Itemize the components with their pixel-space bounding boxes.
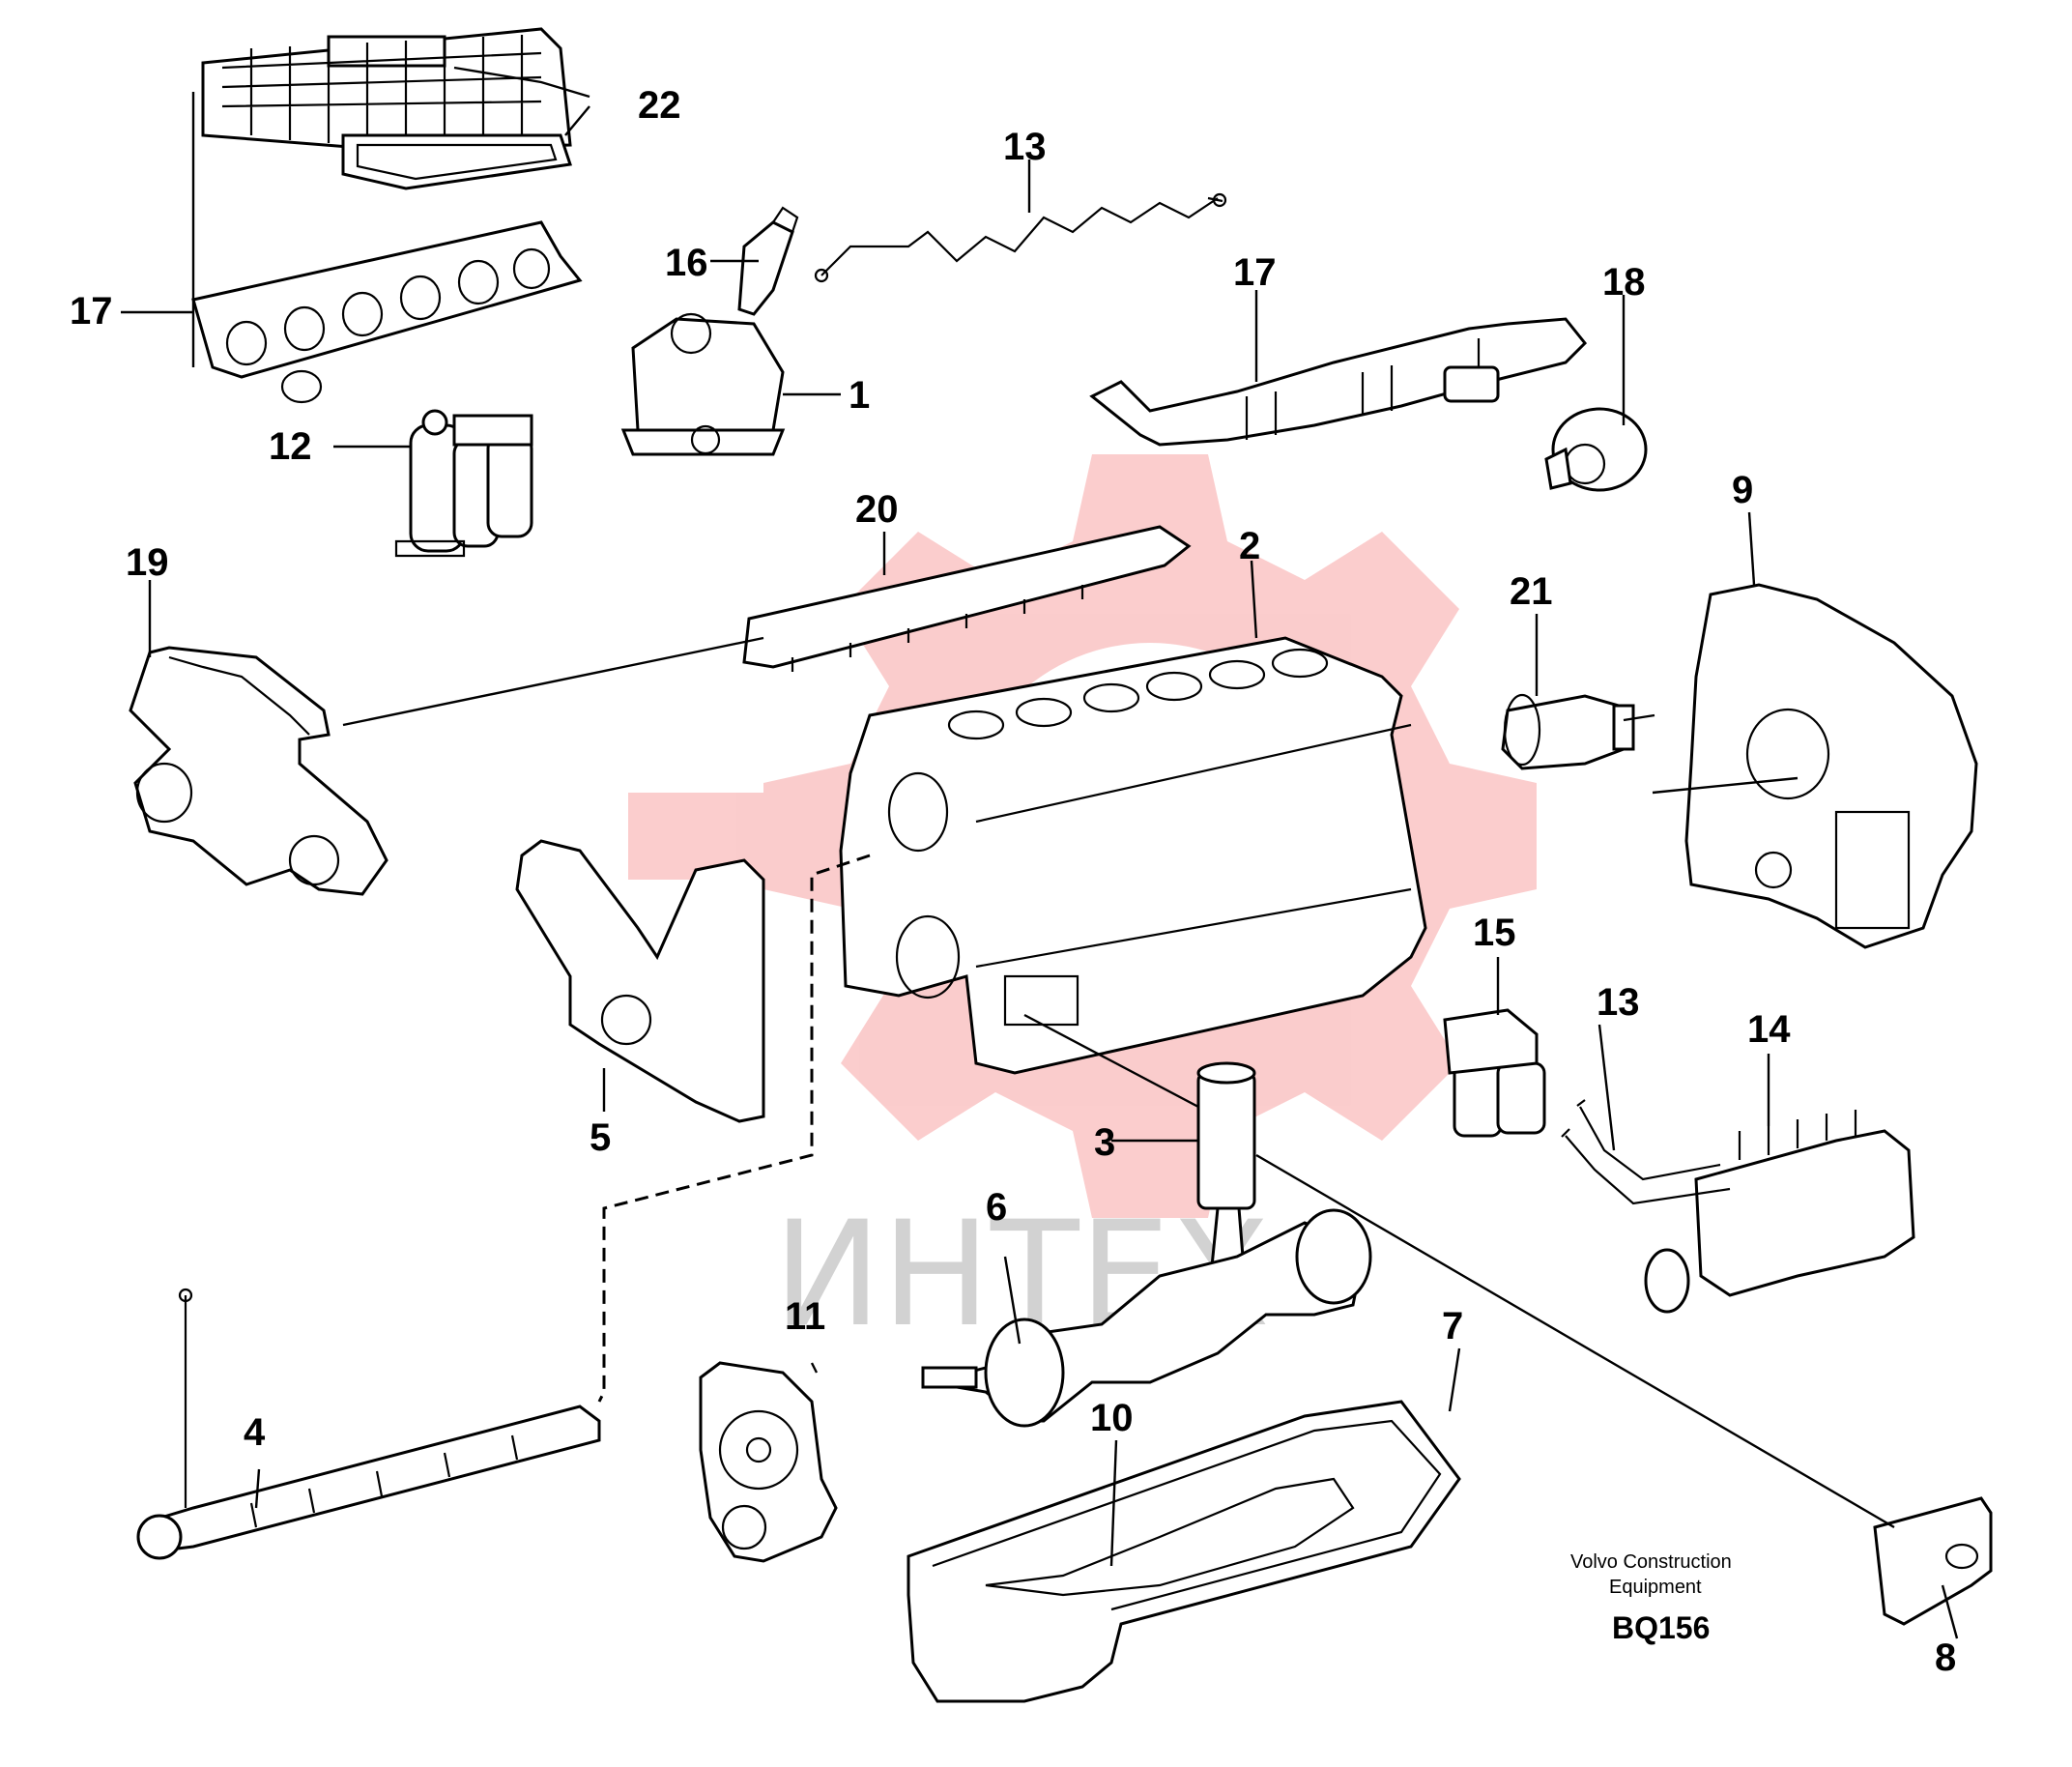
part-12-fuel-filter xyxy=(394,409,533,558)
part-22-rocker-cover xyxy=(201,27,572,190)
leader-lines xyxy=(121,66,1959,1639)
callout-14: 14 xyxy=(1747,1008,1791,1051)
part-13-pipes-right xyxy=(1561,1099,1731,1205)
part-21-leader xyxy=(1623,713,1655,722)
callout-5: 5 xyxy=(590,1116,611,1159)
part-4-camshaft xyxy=(136,1288,601,1560)
callout-6: 6 xyxy=(986,1186,1007,1229)
callout-13-top: 13 xyxy=(1003,126,1047,168)
part-8-bracket xyxy=(1873,1496,1993,1626)
part-11-oil-pump xyxy=(699,1361,838,1563)
callout-4: 4 xyxy=(244,1411,266,1454)
callout-8: 8 xyxy=(1935,1637,1956,1679)
part-2-engine-block xyxy=(839,636,1427,1075)
part-1-cylinder-head xyxy=(620,312,786,456)
callout-2: 2 xyxy=(1239,525,1260,567)
callout-21: 21 xyxy=(1510,570,1553,613)
diagram-code: BQ156 xyxy=(1612,1610,1710,1645)
part-17-manifold-right xyxy=(1089,317,1588,447)
callout-18: 18 xyxy=(1602,261,1646,304)
part-19-water-pump xyxy=(129,646,388,896)
callout-17-left: 17 xyxy=(70,290,113,333)
part-16-injector xyxy=(737,206,799,316)
part-7-oil-pan xyxy=(906,1400,1461,1703)
callout-12: 12 xyxy=(269,425,312,468)
credit-line-1: Volvo Construction xyxy=(1570,1551,1732,1573)
part-21-starter xyxy=(1501,693,1635,770)
part-18-turbo xyxy=(1544,407,1648,492)
callout-15: 15 xyxy=(1473,912,1516,954)
part-9-flywheel-housing xyxy=(1684,583,1978,949)
part-6-crankshaft xyxy=(921,1208,1372,1428)
callout-17-right: 17 xyxy=(1233,251,1277,294)
part-20-rail xyxy=(742,525,1192,672)
camshaft-guide-dashed xyxy=(597,854,871,1403)
pipe-fitting xyxy=(814,268,829,283)
callout-11: 11 xyxy=(785,1295,825,1338)
callout-9: 9 xyxy=(1732,469,1753,511)
part-17-manifold-left xyxy=(191,220,583,404)
pipe-fitting xyxy=(1212,192,1227,208)
callout-13-right: 13 xyxy=(1597,981,1640,1024)
callout-1: 1 xyxy=(849,374,870,417)
part-19-leader xyxy=(342,636,764,727)
callout-16: 16 xyxy=(665,242,708,284)
callout-20: 20 xyxy=(855,488,899,531)
callout-19: 19 xyxy=(126,541,169,584)
callout-10: 10 xyxy=(1090,1397,1134,1439)
callout-3: 3 xyxy=(1094,1121,1115,1164)
part-5-timing-cover xyxy=(515,839,765,1123)
part-13-pipe-top xyxy=(820,196,1223,276)
credit-line-2: Equipment xyxy=(1609,1577,1702,1598)
part-9-leader xyxy=(1652,776,1799,795)
callout-22: 22 xyxy=(638,84,681,127)
part-15-fuel-filter xyxy=(1443,1008,1546,1138)
part-14-injection-pump xyxy=(1644,1110,1915,1314)
callout-7: 7 xyxy=(1442,1305,1463,1347)
